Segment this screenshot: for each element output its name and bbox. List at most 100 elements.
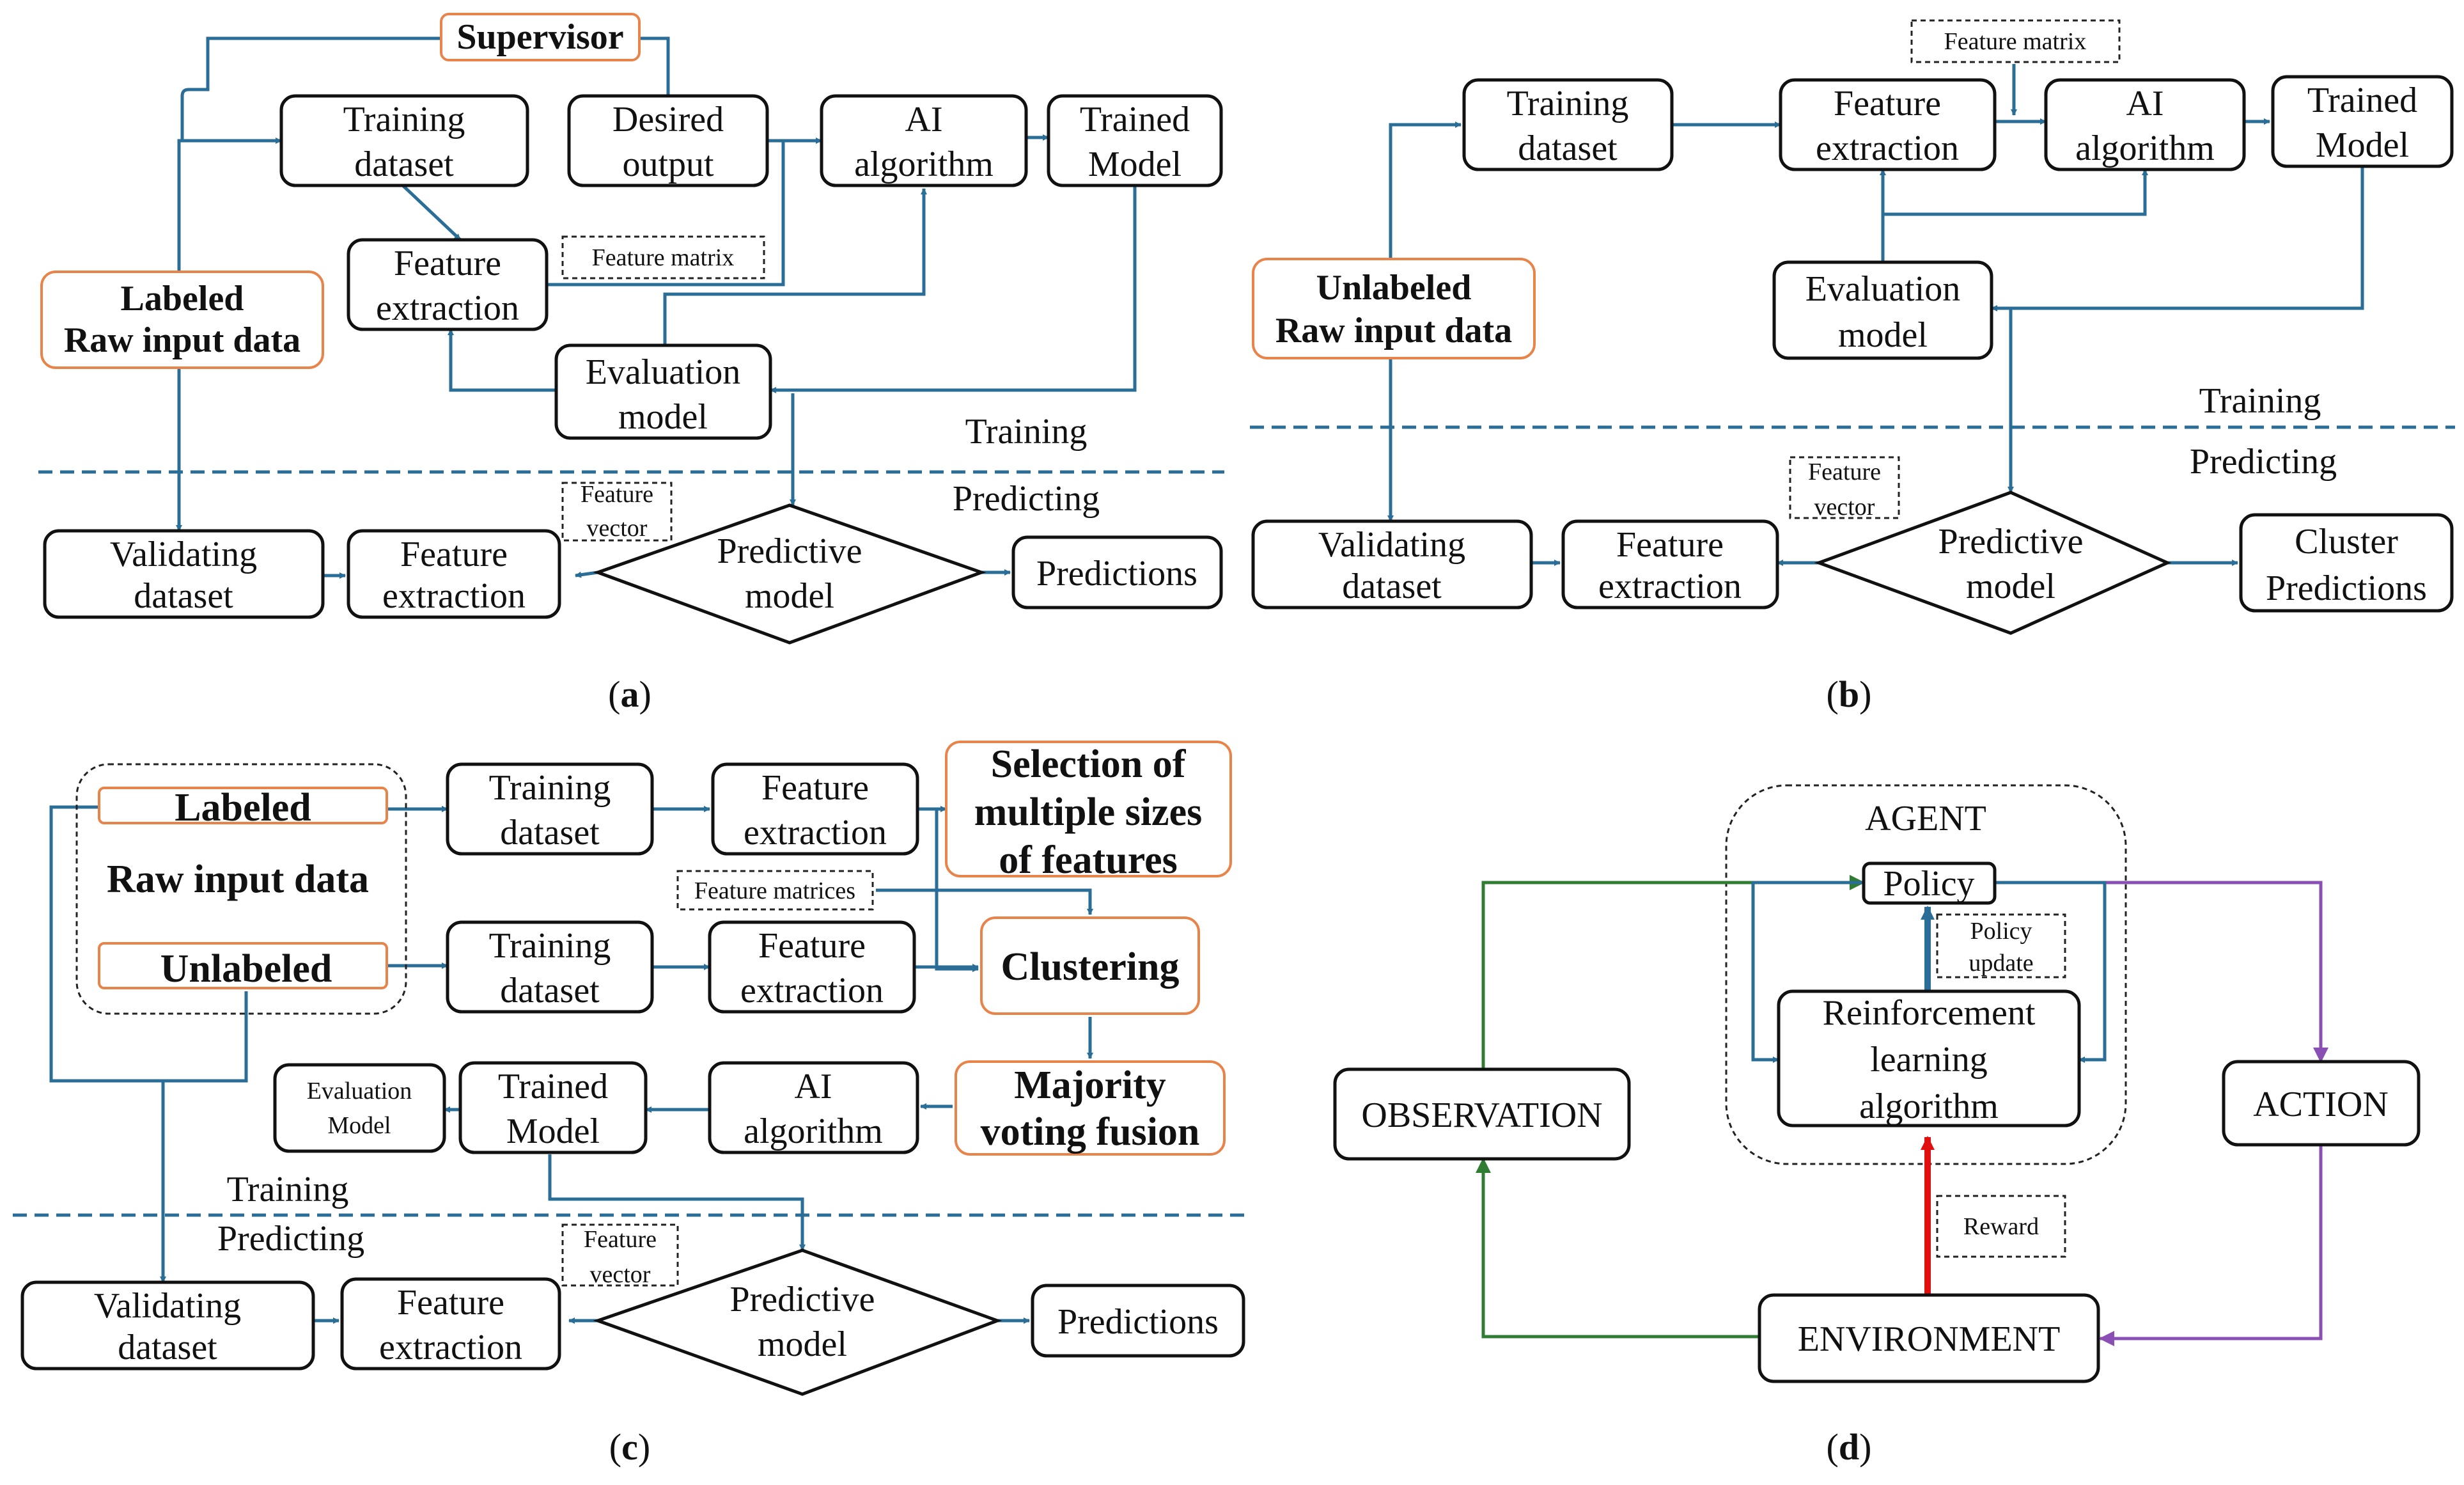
d-action-to-environment-arrow [2099, 1145, 2323, 1346]
panel-a-supervised-learning: Supervisor Training dataset Desired outp… [38, 13, 1224, 715]
a-predictive-model-diamond [593, 503, 986, 645]
a-predictive-to-feature-arrow [575, 570, 598, 578]
d-observation-to-policy-arrow [1481, 875, 1865, 1069]
c-predictions-text: Predictions [1057, 1302, 1219, 1342]
c-feature-extraction-predict-line2: extraction [379, 1328, 522, 1367]
a-ai-algorithm-line2: algorithm [854, 145, 994, 184]
c-feature-matrices-text: Feature matrices [694, 877, 855, 904]
c-feature-extraction-unlabeled-line2: extraction [740, 971, 884, 1010]
panel-d-reinforcement-learning: AGENT Policy Policy update Reinforcement… [1333, 784, 2421, 1468]
d-policy-loop-left-arrow [1751, 881, 1864, 1063]
c-training-dataset-unlabeled-line1: Training [489, 926, 611, 966]
c-selection-box [945, 741, 1232, 877]
d-rl-algorithm-line2: learning [1870, 1040, 1987, 1080]
c-training-dataset-labeled-line1: Training [489, 768, 611, 808]
b-unlabeled-raw-input-line2: Raw input data [1275, 311, 1512, 350]
c-trained-model-line1: Trained [498, 1067, 608, 1106]
a-predictions-box [1011, 535, 1223, 609]
d-agent-label: AGENT [1865, 799, 1986, 838]
c-predictive-model-line1: Predictive [729, 1280, 875, 1319]
b-feature-extraction-predict-line1: Feature [1616, 525, 1724, 565]
a-training-label: Training [965, 412, 1088, 452]
d-caption-letter: d [1839, 1426, 1859, 1468]
c-feature-extraction-predict-line1: Feature [397, 1283, 504, 1323]
b-feature-vector-line2: vector [1814, 494, 1875, 521]
a-eval-to-feature-arrow [448, 329, 556, 392]
a-predicting-label: Predicting [953, 479, 1100, 519]
b-predicting-label: Predicting [2190, 442, 2337, 482]
panel-b-unsupervised-learning: Feature matrix Training dataset Feature … [1250, 19, 2455, 715]
c-feature-extraction-unlabeled-box [708, 920, 916, 1014]
b-feature-extraction-predict-box [1561, 519, 1779, 609]
b-feature-extraction-line1: Feature [1834, 84, 1941, 123]
c-feature-extraction-predict-box [340, 1277, 561, 1371]
b-evaluation-model-box [1772, 260, 1993, 360]
c-majority-voting-line2: voting fusion [981, 1110, 1200, 1154]
b-predictive-model-line2: model [1966, 567, 2055, 606]
c-raw-input-text: Raw input data [107, 858, 369, 901]
d-policy-loop-right-arrow [1995, 881, 2107, 1063]
c-feature-extraction-labeled-box [711, 762, 919, 856]
c-training-dataset-labeled-box [446, 762, 654, 856]
c-unlabeled-box [98, 942, 388, 989]
b-caption: (b) [1827, 673, 1872, 715]
c-feature1-to-clustering-arrow [935, 809, 979, 972]
a-supervisor-text: Supervisor [456, 17, 623, 57]
c-trained-model-line2: Model [506, 1112, 600, 1151]
a-predictive-model-line2: model [745, 576, 834, 616]
a-caption: (a) [608, 673, 651, 715]
c-labeled-box [98, 787, 388, 824]
a-feature-matrix-text: Feature matrix [592, 244, 735, 271]
b-eval-to-ai-arrow [1883, 169, 2148, 216]
a-feature-vector-box [561, 482, 673, 542]
b-feature-extraction-box [1779, 78, 1997, 171]
d-rl-algorithm-box [1777, 989, 2081, 1128]
b-evaluation-model-line1: Evaluation [1805, 269, 1961, 309]
c-training-dataset-unlabeled-line2: dataset [500, 971, 600, 1010]
a-labeled-raw-input-line2: Raw input data [64, 320, 300, 360]
c-feature-vector-box [561, 1223, 679, 1287]
b-training-dataset-line1: Training [1507, 84, 1629, 123]
b-cluster-predictions-line1: Cluster [2295, 522, 2398, 562]
b-trained-model-line2: Model [2316, 125, 2409, 165]
a-trained-to-eval-arrow [770, 185, 1137, 393]
b-ai-algorithm-box [2044, 78, 2246, 171]
a-desired-output-line1: Desired [612, 100, 724, 139]
a-labeled-raw-input-line1: Labeled [121, 279, 244, 318]
a-evaluation-model-box [554, 343, 772, 440]
c-caption-letter: c [621, 1426, 638, 1468]
b-predictive-model-diamond [1814, 491, 2172, 635]
c-feature-extraction-labeled-line1: Feature [761, 768, 869, 808]
a-eval-to-ai-arrow [663, 188, 927, 345]
c-clustering-text: Clustering [1001, 945, 1180, 989]
b-validating-dataset-box [1251, 519, 1533, 609]
d-policy-box [1862, 861, 1997, 905]
c-majority-voting-line1: Majority [1014, 1064, 1166, 1107]
c-raw-input-group [75, 763, 407, 1015]
c-evaluation-model-line2: Model [327, 1112, 391, 1139]
d-action-text: ACTION [2253, 1085, 2389, 1124]
c-feature-extraction-unlabeled-line1: Feature [758, 926, 866, 966]
a-raw-to-training-arrow [177, 138, 282, 272]
b-feature-extraction-line2: extraction [1816, 129, 1959, 168]
a-feature-extraction-box [347, 238, 549, 331]
a-caption-letter: a [621, 673, 639, 715]
a-supervisor-to-desired-line [639, 36, 670, 96]
a-trained-model-line1: Trained [1080, 100, 1190, 139]
a-feature-extraction-predict-line2: extraction [382, 576, 526, 616]
c-feature-vector-line2: vector [590, 1261, 651, 1288]
d-environment-text: ENVIRONMENT [1798, 1319, 2061, 1359]
c-labeled-text: Labeled [175, 786, 311, 829]
b-training-label: Training [2199, 381, 2321, 421]
a-training-dataset-line2: dataset [354, 145, 454, 184]
b-training-dataset-box [1462, 78, 1674, 171]
d-agent-group [1725, 784, 2127, 1165]
d-observation-text: OBSERVATION [1361, 1096, 1602, 1135]
c-training-dataset-labeled-line2: dataset [500, 813, 600, 852]
d-policy-update-line1: Policy [1970, 918, 2032, 945]
b-unlabeled-raw-input-box [1252, 258, 1536, 359]
a-ai-algorithm-box [820, 94, 1028, 187]
c-ai-algorithm-line2: algorithm [744, 1112, 883, 1151]
a-feature-extraction-line1: Feature [394, 244, 501, 283]
